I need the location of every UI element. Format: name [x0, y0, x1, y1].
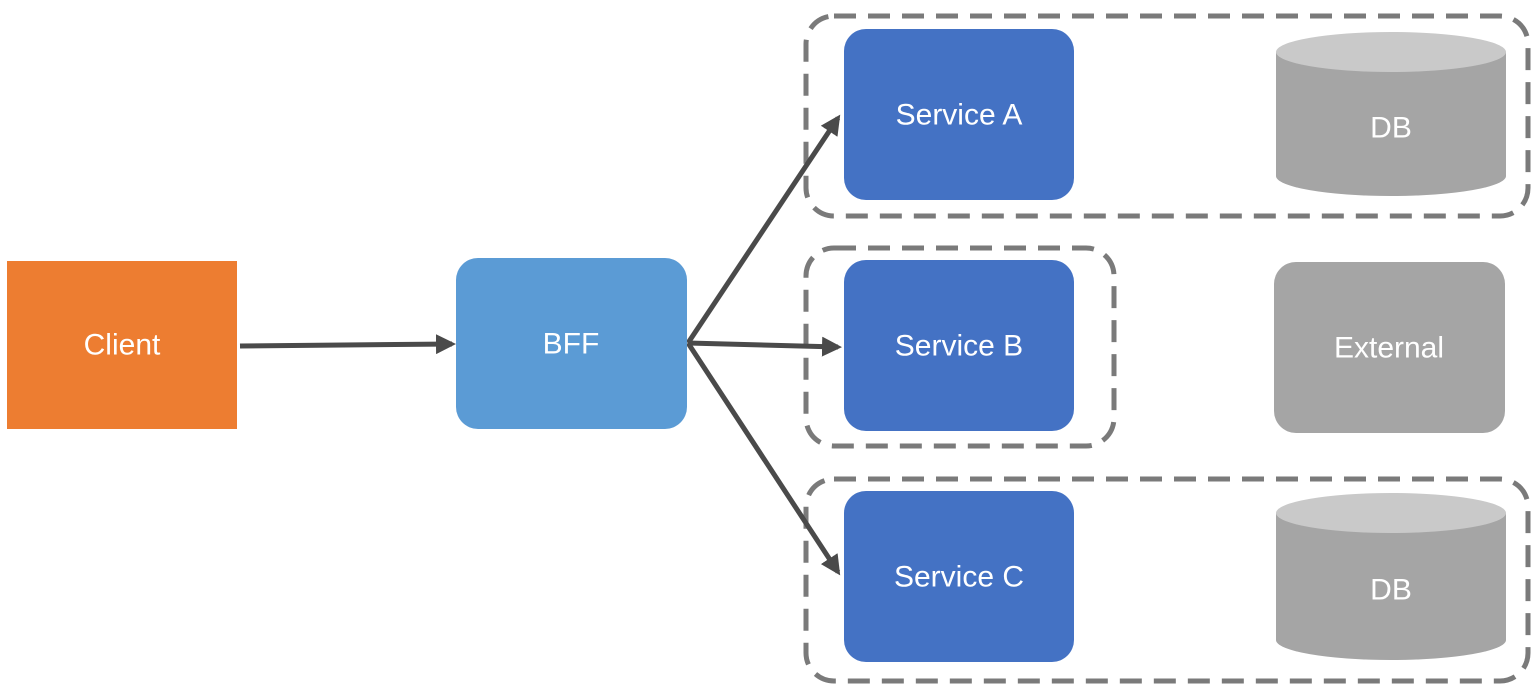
external-box: [1274, 262, 1505, 433]
group-boundary-service-c: [803, 476, 1531, 684]
external-node: External: [1274, 262, 1505, 433]
database-a-top: [1276, 32, 1506, 72]
service-c-label: Service C: [894, 561, 1024, 594]
external-label: External: [1334, 332, 1444, 365]
service-a-label: Service A: [896, 99, 1023, 132]
client-label: Client: [84, 329, 161, 362]
service-a-box: [844, 29, 1074, 200]
database-c-label: DB: [1370, 574, 1412, 607]
database-a-body: [1276, 52, 1506, 196]
database-c-body: [1276, 513, 1506, 660]
service-b-label: Service B: [895, 330, 1023, 363]
client-box: [7, 261, 237, 429]
bff-box: [456, 258, 687, 429]
arrow-bff-to-service-c: [685, 341, 841, 576]
service-a-node: Service A: [844, 29, 1074, 200]
service-b-box: [844, 260, 1074, 431]
bff-node: BFF: [456, 258, 687, 429]
client-node: Client: [7, 261, 237, 429]
database-a-node: DB: [1276, 32, 1506, 196]
arrow-bff-to-service-b: [687, 336, 842, 357]
arrow-client-to-bff: [239, 334, 456, 355]
service-b-node: Service B: [844, 260, 1074, 431]
service-c-box: [844, 491, 1074, 662]
database-c-top: [1276, 493, 1506, 533]
service-c-node: Service C: [844, 491, 1074, 662]
arrow-bff-to-service-a: [685, 114, 841, 345]
bff-label: BFF: [543, 328, 600, 361]
group-boundary-service-a: [803, 13, 1531, 219]
database-c-node: DB: [1276, 493, 1506, 660]
database-a-label: DB: [1370, 112, 1412, 145]
